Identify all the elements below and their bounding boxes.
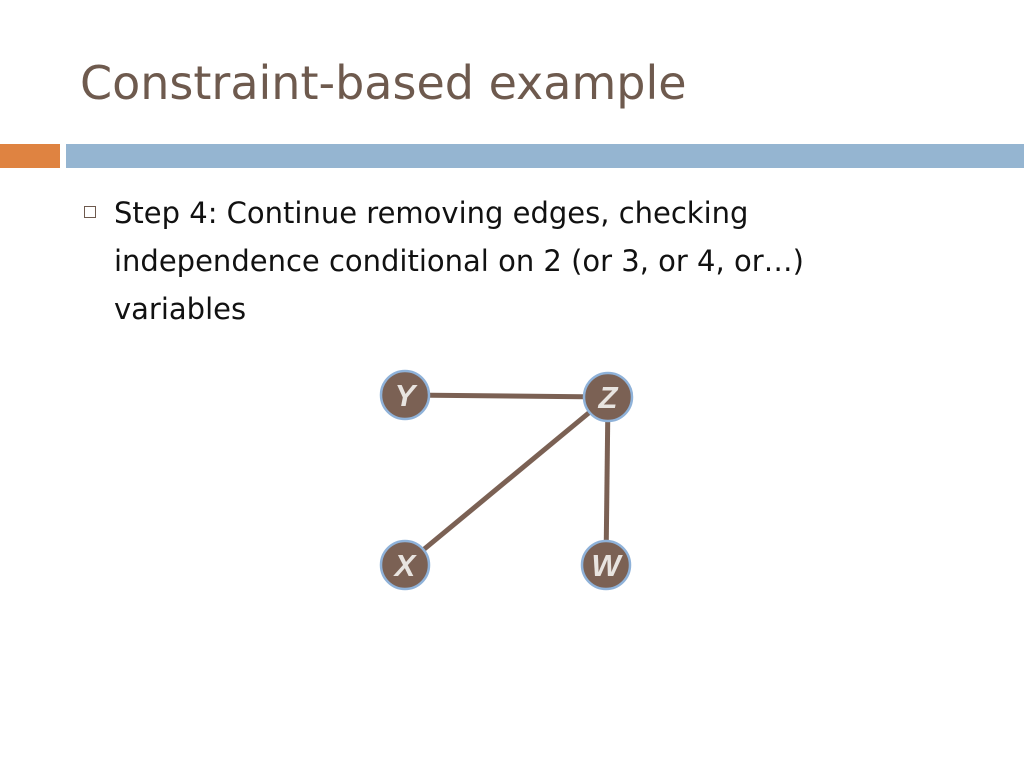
node-circle xyxy=(379,539,431,591)
square-bullet-icon xyxy=(84,206,96,218)
node-circle xyxy=(379,369,431,421)
node-label: X xyxy=(393,548,418,583)
node-x: X xyxy=(379,539,431,591)
slide-title: Constraint-based example xyxy=(80,56,687,110)
accent-bar-orange xyxy=(0,144,60,168)
node-circle xyxy=(582,371,634,423)
edge-z-w xyxy=(603,396,611,566)
node-w: W xyxy=(580,539,632,591)
node-circle xyxy=(580,539,632,591)
node-label: W xyxy=(591,548,623,583)
node-label: Y xyxy=(395,378,419,413)
graph-edges xyxy=(403,392,611,567)
node-label: Z xyxy=(598,380,619,415)
bullet-text: Step 4: Continue removing edges, checkin… xyxy=(114,196,804,326)
accent-bar-blue xyxy=(66,144,1024,168)
node-y: Y xyxy=(379,369,431,421)
bullet-item: Step 4: Continue removing edges, checkin… xyxy=(84,189,964,333)
edge-y-z xyxy=(404,392,609,400)
edge-z-x xyxy=(403,395,610,567)
graph-nodes: Y Z X W xyxy=(379,369,634,591)
node-z: Z xyxy=(582,371,634,423)
